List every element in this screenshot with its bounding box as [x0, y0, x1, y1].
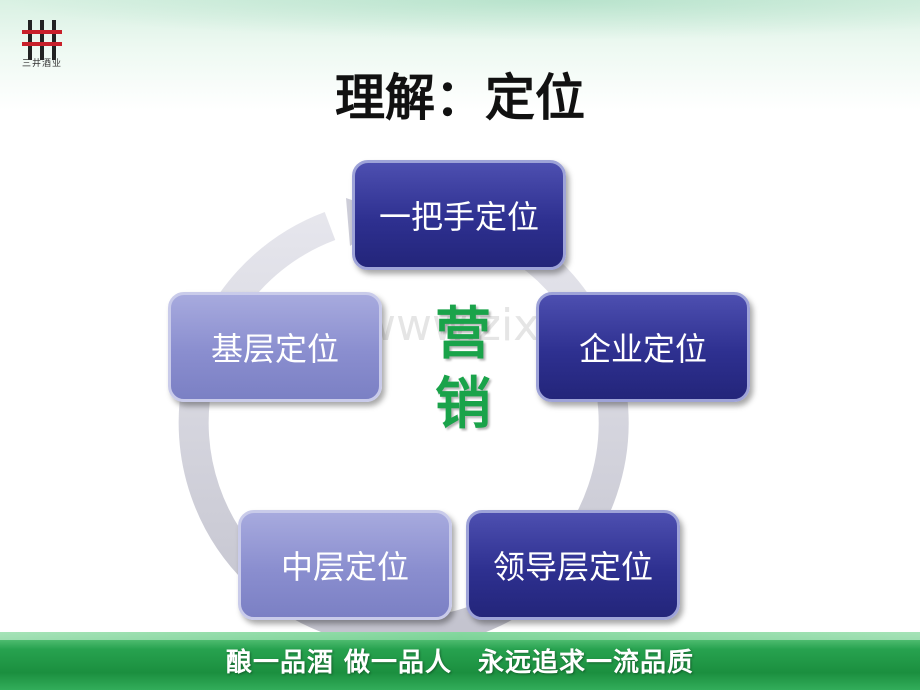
node-label: 企业定位 [578, 330, 707, 368]
node-leadership: 领导层定位 [466, 510, 680, 620]
node-enterprise: 企业定位 [536, 292, 750, 402]
logo-text: 三井酒业 [21, 59, 62, 69]
header-band [0, 0, 920, 110]
company-logo-icon [22, 20, 62, 60]
node-grassroots: 基层定位 [168, 292, 382, 402]
node-label: 领导层定位 [492, 548, 653, 586]
node-label: 基层定位 [210, 330, 339, 368]
page-title: 理解：定位 [335, 69, 585, 127]
node-label: 一把手定位 [378, 198, 539, 236]
slogan-part-1: 酿一品酒 做一品人 [225, 648, 453, 678]
node-top-management: 一把手定位 [352, 160, 566, 270]
slogan-part-2: 永远追求一流品质 [478, 648, 695, 678]
center-char-1: 营 [435, 302, 491, 367]
center-char-2: 销 [435, 372, 491, 437]
footer-slogan: 酿一品酒 做一品人永远追求一流品质 [0, 642, 920, 679]
footer-band [0, 632, 920, 690]
node-middle-level: 中层定位 [238, 510, 452, 620]
center-label: 营 销 [418, 300, 508, 440]
node-label: 中层定位 [280, 548, 409, 586]
